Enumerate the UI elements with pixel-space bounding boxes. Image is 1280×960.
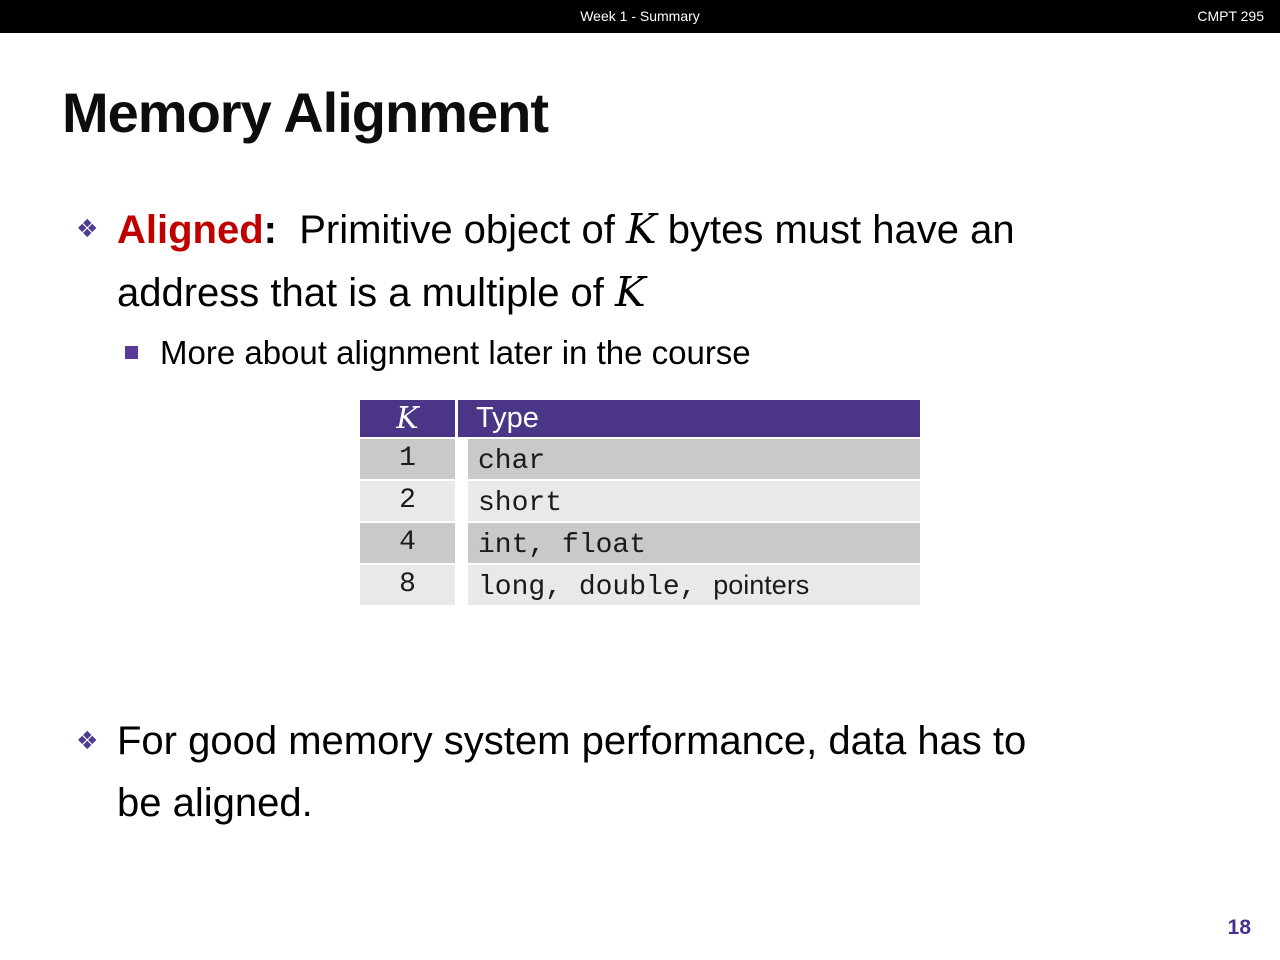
type-mono-text: int, float — [478, 530, 647, 561]
bullet-performance: ❖ For good memory system performance, da… — [76, 710, 1216, 834]
square-bullet-icon — [125, 346, 138, 359]
course-code: CMPT 295 — [1197, 8, 1264, 24]
column-divider — [455, 439, 468, 479]
top-bar: Week 1 - Summary CMPT 295 — [0, 0, 1280, 33]
table-header-type: Type — [458, 400, 920, 437]
column-divider — [455, 565, 468, 605]
math-k: K — [615, 268, 646, 316]
line1-post: bytes must have an — [656, 208, 1015, 252]
math-k: K — [626, 205, 657, 253]
cell-k: 1 — [360, 439, 455, 479]
diamond-bullet-icon: ❖ — [76, 726, 99, 755]
alignment-table: K Type 1 char 2 short 4 int, float 8 lon… — [360, 400, 920, 607]
table-row: 8 long, double, pointers — [360, 565, 920, 605]
cell-type: int, float — [468, 523, 920, 563]
cell-k: 2 — [360, 481, 455, 521]
page-number: 18 — [1227, 916, 1251, 939]
bullet-performance-line1: For good memory system performance, data… — [117, 719, 1027, 763]
line2-pre: address that is a multiple of — [117, 271, 616, 315]
bullet-performance-line2: be aligned. — [117, 781, 313, 825]
cell-k: 4 — [360, 523, 455, 563]
bullet-aligned-line2: address that is a multiple of K — [117, 261, 1015, 324]
diamond-bullet-icon: ❖ — [76, 214, 99, 243]
cell-type: short — [468, 481, 920, 521]
type-mono-text: short — [478, 488, 563, 519]
sub-bullet-alignment: More about alignment later in the course — [125, 332, 751, 374]
page-title: Memory Alignment — [62, 81, 549, 144]
table-row: 4 int, float — [360, 523, 920, 563]
type-mono-text: char — [478, 446, 546, 477]
sub-bullet-text: More about alignment later in the course — [160, 334, 751, 371]
bullet-aligned-line1: Aligned: Primitive object of K bytes mus… — [117, 198, 1015, 261]
column-divider — [455, 400, 458, 437]
aligned-colon: : — [263, 208, 277, 252]
slide-header-title: Week 1 - Summary — [580, 8, 700, 24]
cell-type: long, double, pointers — [468, 565, 920, 605]
line1-pre: Primitive object of — [277, 208, 627, 252]
table-header-row: K Type — [360, 400, 920, 437]
bullet-performance-text: For good memory system performance, data… — [117, 710, 1026, 834]
column-divider — [455, 481, 468, 521]
cell-k: 8 — [360, 565, 455, 605]
cell-type: char — [468, 439, 920, 479]
table-row: 2 short — [360, 481, 920, 521]
bullet-aligned: ❖ Aligned: Primitive object of K bytes m… — [76, 198, 1216, 324]
bullet-aligned-text: Aligned: Primitive object of K bytes mus… — [117, 198, 1015, 324]
type-mono-text: long, double, — [478, 572, 714, 603]
table-row: 1 char — [360, 439, 920, 479]
table-header-k: K — [360, 400, 455, 437]
column-divider — [455, 523, 468, 563]
aligned-keyword: Aligned — [117, 208, 264, 252]
type-sans-text: pointers — [713, 570, 810, 600]
